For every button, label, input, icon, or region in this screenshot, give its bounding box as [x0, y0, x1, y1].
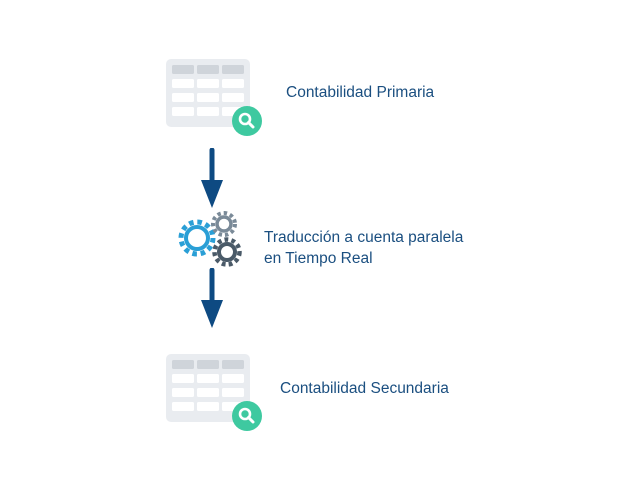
primary-accounting-label: Contabilidad Primaria — [286, 84, 435, 101]
secondary-accounting-label: Contabilidad Secundaria — [280, 380, 449, 397]
primary-table-icon — [166, 59, 262, 136]
search-icon — [232, 401, 262, 431]
gear-blue-icon — [178, 219, 216, 257]
flow-arrow-2 — [201, 268, 223, 328]
translation-label: Traducción a cuenta paralela en Tiempo R… — [264, 227, 463, 269]
search-icon — [232, 106, 262, 136]
secondary-table-icon — [166, 354, 262, 431]
gear-dark-icon — [212, 237, 242, 267]
translation-label-line-1: Traducción a cuenta paralela — [264, 229, 464, 246]
gears-icon — [178, 211, 242, 267]
gear-grey-icon — [211, 211, 237, 237]
translation-label-line-2: en Tiempo Real — [264, 250, 373, 267]
flow-arrow-1 — [201, 148, 223, 208]
